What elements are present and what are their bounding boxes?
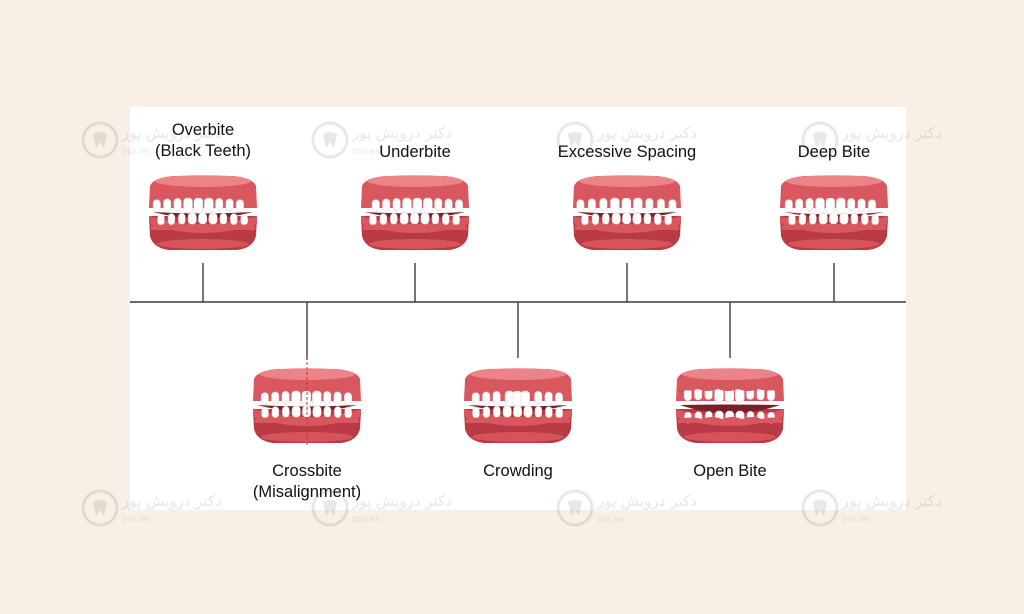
label-underbite: Underbite [379,143,451,161]
watermark-badge: DDS MS [352,148,380,156]
watermark-badge: DDS MS [842,516,870,524]
jaw-spacing-icon [573,175,681,250]
watermark-text: دکتر درویش پور [351,124,452,143]
watermark-text: دکتر درویش پور [121,124,222,143]
tooth-logo-icon [311,489,349,527]
watermark-text: دکتر درویش پور [841,492,942,511]
watermark-logo: دکتر درویش پور DDS MS [556,489,697,527]
jaw-deepbite-icon [780,175,888,250]
watermark-text: دکتر درویش پور [351,492,452,511]
jaw-underbite-icon [361,175,469,250]
watermark-text: دکتر درویش پور [596,124,697,143]
tooth-logo-icon [311,121,349,159]
watermark-logo: دکتر درویش پور DDS MS [311,121,452,159]
tooth-logo-icon [801,121,839,159]
watermark-logo: دکتر درویش پور DDS MS [801,121,942,159]
jaw-crowding-icon [464,368,572,443]
label-overbite: Overbite (Black Teeth) [155,121,251,160]
watermark-badge: DDS MS [352,516,380,524]
watermark-logo: دکتر درویش پور DDS MS [311,489,452,527]
watermark-text: دکتر درویش پور [841,124,942,143]
jaw-illustrations [149,175,888,447]
tooth-logo-icon [81,121,119,159]
watermark-text: دکتر درویش پور [596,492,697,511]
watermark-badge: DDS MS [842,148,870,156]
watermark-logo: دکتر درویش پور DDS MS [81,121,222,159]
tooth-logo-icon [556,489,594,527]
jaw-openbite-icon [676,368,784,443]
watermark-logo: دکتر درویش پور DDS MS [556,121,697,159]
label-crowding: Crowding [483,462,553,480]
connector-lines [130,263,906,360]
watermark-logo: دکتر درویش پور DDS MS [801,489,942,527]
label-deep-bite: Deep Bite [797,143,871,161]
tooth-logo-icon [801,489,839,527]
watermark-layer: دکتر درویش پور DDS MS دکتر درویش پور DDS MS… [81,121,942,527]
watermark-badge: DDS MS [122,148,150,156]
jaw-overbite-icon [149,175,257,250]
watermark-logo: دکتر درویش پور DDS MS [81,489,222,527]
watermark-badge: DDS MS [597,516,625,524]
jaw-crossbite-icon [253,357,361,447]
tooth-logo-icon [81,489,119,527]
watermark-text: دکتر درویش پور [121,492,222,511]
watermark-badge: DDS MS [597,148,625,156]
label-excessive-spacing: Excessive Spacing [557,143,697,161]
label-open-bite: Open Bite [693,462,767,480]
watermark-badge: DDS MS [122,516,150,524]
label-crossbite: Crossbite (Misalignment) [252,462,362,501]
tooth-logo-icon [556,121,594,159]
